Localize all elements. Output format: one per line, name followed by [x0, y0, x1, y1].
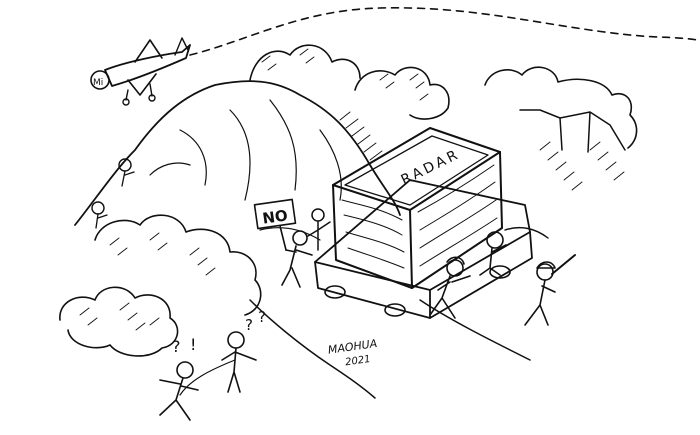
flatbed-trailer — [314, 179, 533, 319]
question-mark-3: ? — [258, 308, 266, 326]
exclamation-mark: ! — [190, 335, 196, 354]
worker-pushing-front — [429, 256, 471, 319]
mountain-climber-figures — [91, 158, 135, 229]
mountain-left — [74, 80, 401, 241]
signature-year: 2021 — [345, 354, 372, 368]
guard-with-rifle — [524, 254, 576, 326]
question-mark-2: ? — [245, 316, 253, 334]
shrubs-top — [249, 44, 450, 120]
worker-pushing-side — [479, 231, 507, 276]
onlooker-right: ? ? — [221, 308, 266, 393]
protest-sign-label: NO — [261, 206, 289, 227]
plane-marking-label: Mi — [93, 78, 103, 88]
trees-right — [484, 66, 638, 239]
protester-with-sign: NO — [253, 198, 331, 288]
airplane: Mi — [90, 37, 191, 106]
onlooker-left: ? ! — [159, 335, 199, 421]
question-mark-1: ? — [172, 337, 181, 356]
signature-name: MAOHUA — [327, 337, 378, 357]
flight-path-dashed-line — [189, 7, 699, 56]
artist-signature: MAOHUA 2021 — [327, 337, 378, 368]
bushes-lower-left — [59, 214, 262, 357]
radar-crate: RADAR — [332, 127, 503, 289]
